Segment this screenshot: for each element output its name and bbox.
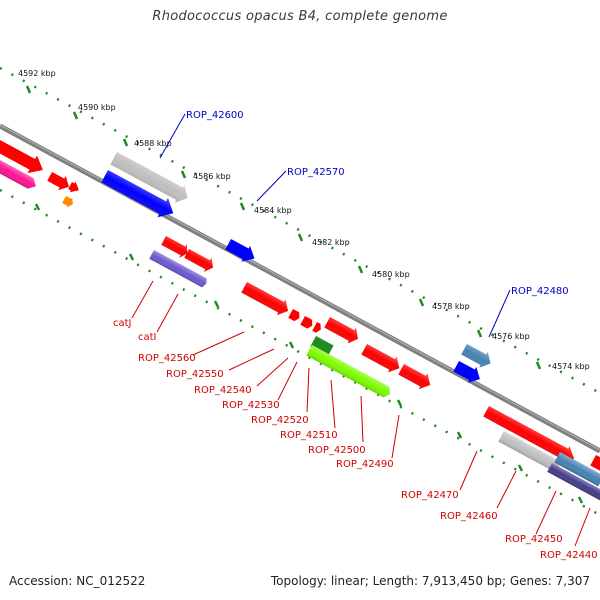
minor-tick [128, 253, 135, 261]
gene-label[interactable]: ROP_42470 [401, 490, 459, 501]
scale-label: 4588 kbp [134, 139, 172, 148]
gene-labels-lower: catJ catI ROP_42560 ROP_42550 ROP_42540 … [113, 318, 598, 561]
minor-tick [396, 399, 403, 407]
major-tick [357, 265, 364, 274]
leader-line [159, 113, 186, 159]
minor-tick [34, 203, 41, 211]
leader-line [360, 395, 364, 443]
leader-line [131, 280, 154, 319]
gene-arrow[interactable] [288, 309, 302, 323]
gene-label[interactable]: ROP_42530 [222, 400, 280, 411]
gene-label[interactable]: ROP_42510 [280, 430, 338, 441]
gene-label[interactable]: ROP_42480 [511, 286, 569, 297]
leader-line [306, 367, 310, 413]
gene-label[interactable]: ROP_42540 [194, 385, 252, 396]
map-title: Rhodococcus opacus B4, complete genome [152, 9, 448, 24]
upper-scale-dots [0, 66, 600, 395]
scale-label: 4574 kbp [552, 362, 590, 371]
major-tick [122, 138, 129, 147]
upper-strand-genes [0, 132, 491, 387]
major-tick [239, 202, 246, 211]
gene-arrow[interactable] [61, 194, 76, 209]
gene-label[interactable]: ROP_42450 [505, 534, 563, 545]
gene-label[interactable]: ROP_42550 [166, 369, 224, 380]
gene-label[interactable]: ROP_42440 [540, 550, 598, 561]
accession-text: Accession: NC_012522 [9, 574, 146, 588]
scale-label: 4580 kbp [372, 270, 410, 279]
gene-label[interactable]: ROP_42520 [251, 415, 309, 426]
topology-text: Topology: linear; Length: 7,913,450 bp; … [270, 574, 590, 588]
gene-arrow[interactable] [224, 236, 259, 266]
minor-tick [288, 341, 295, 349]
gene-label[interactable]: ROP_42560 [138, 353, 196, 364]
leader-line [330, 379, 336, 429]
gene-arrow[interactable] [452, 358, 484, 387]
minor-tick [213, 300, 220, 308]
leader-line [496, 470, 517, 509]
gene-label[interactable]: ROP_42570 [287, 167, 345, 178]
gene-arrow[interactable] [46, 169, 73, 194]
major-tick [180, 170, 187, 179]
gene-arrow[interactable] [300, 316, 314, 330]
leader-line [574, 507, 591, 547]
scale-label: 4590 kbp [78, 103, 116, 112]
major-tick [476, 329, 483, 338]
scale-label: 4584 kbp [254, 206, 292, 215]
scale-label: 4578 kbp [432, 302, 470, 311]
leader-line [459, 450, 478, 491]
gene-arrow[interactable] [590, 455, 600, 476]
leader-line [277, 361, 298, 401]
gene-labels-upper: ROP_42600 ROP_42570 ROP_42480 [186, 110, 569, 297]
gene-label[interactable]: ROP_42490 [336, 459, 394, 470]
minor-tick [456, 431, 463, 439]
gene-block[interactable] [310, 336, 334, 357]
major-tick [72, 111, 79, 120]
scale-label: 4592 kbp [18, 69, 56, 78]
gene-label[interactable]: ROP_42460 [440, 511, 498, 522]
leader-line [228, 348, 275, 371]
dna-backbone [0, 123, 600, 454]
leader-line [391, 414, 400, 459]
major-tick [25, 85, 32, 94]
leader-line [256, 357, 289, 387]
gene-arrow[interactable] [0, 132, 48, 179]
leader-line [156, 293, 179, 333]
upper-scale: 4592 kbp 4590 kbp 4588 kbp 4586 kbp 4584… [0, 66, 600, 395]
major-tick [535, 361, 542, 370]
scale-label: 4582 kbp [312, 238, 350, 247]
major-tick [297, 233, 304, 242]
backbone-line [0, 123, 600, 454]
scale-label: 4576 kbp [492, 332, 530, 341]
leader-line [488, 289, 511, 338]
gene-label[interactable]: ROP_42600 [186, 110, 244, 121]
gene-label[interactable]: ROP_42500 [308, 445, 366, 456]
leader-line [535, 490, 557, 535]
leader-line [192, 331, 245, 356]
lower-strand-genes [0, 154, 600, 501]
gene-arrow[interactable] [67, 180, 82, 195]
minor-tick [517, 464, 524, 472]
gene-arrow[interactable] [312, 322, 323, 334]
lower-scale [0, 188, 600, 517]
scale-label: 4586 kbp [193, 172, 231, 181]
gene-label[interactable]: catI [138, 332, 157, 343]
gene-label[interactable]: catJ [113, 318, 132, 329]
minor-tick [577, 496, 584, 504]
leader-lines [131, 113, 591, 547]
major-tick [418, 298, 425, 307]
leader-line [256, 170, 287, 202]
